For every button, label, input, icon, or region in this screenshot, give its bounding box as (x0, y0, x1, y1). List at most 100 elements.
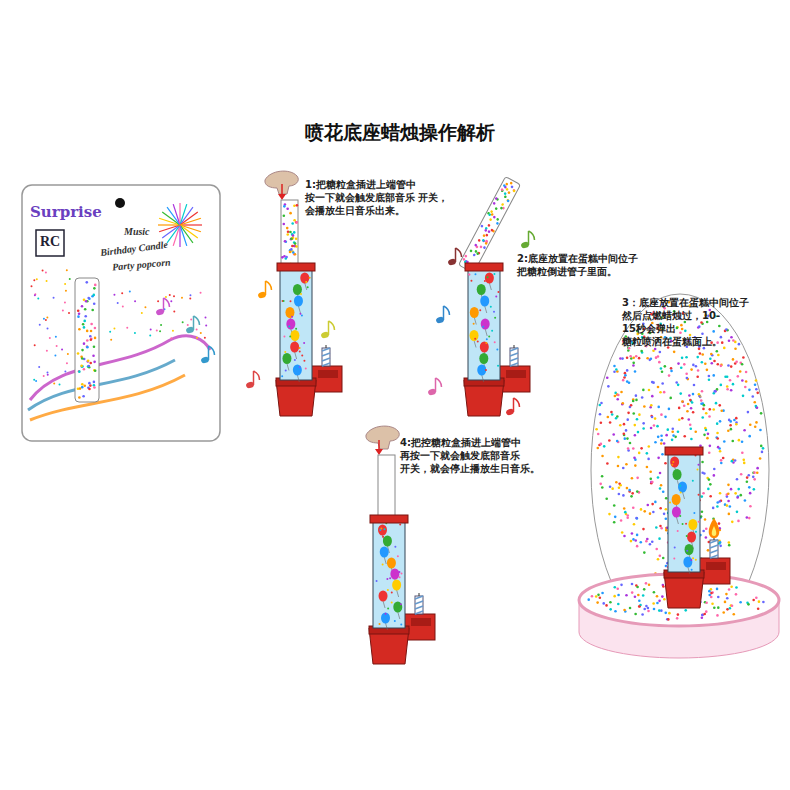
sprinkle (696, 356, 699, 359)
balloon (485, 273, 494, 284)
sprinkle (708, 452, 711, 455)
sprinkle (732, 383, 735, 386)
sprinkle (636, 477, 639, 480)
sprinkle (631, 583, 634, 586)
music-note (254, 371, 260, 380)
sprinkle (682, 523, 684, 525)
sprinkle (619, 424, 622, 427)
music-swirl (30, 336, 210, 400)
sprinkle (81, 383, 84, 386)
sprinkle (762, 601, 765, 604)
sprinkle (730, 428, 733, 431)
sprinkle (748, 486, 751, 489)
sprinkle (731, 604, 734, 607)
sprinkle (92, 294, 95, 297)
sprinkle (753, 401, 756, 404)
sprinkle (676, 327, 679, 330)
sprinkle (708, 408, 711, 411)
sprinkle (662, 491, 665, 494)
sprinkle (88, 382, 91, 385)
sprinkle (45, 272, 47, 274)
sprinkle (289, 231, 292, 234)
sprinkle (705, 601, 708, 604)
sprinkle (84, 315, 87, 318)
decorations (30, 171, 779, 664)
label: 3：底座放置在蛋糕中间位子 然后点燃蜡烛过，10-15秒会弹出 糖粒喷洒在蛋糕面… (622, 296, 772, 348)
candle (415, 596, 423, 614)
sprinkle (182, 321, 184, 323)
balloon (687, 532, 696, 543)
sprinkle (717, 446, 720, 449)
sprinkle (691, 569, 693, 571)
sprinkle (653, 591, 656, 594)
firework (180, 218, 201, 225)
sprinkle (86, 339, 89, 342)
candle-stripe (510, 353, 518, 356)
sprinkle (91, 309, 94, 312)
sprinkle (739, 370, 742, 373)
music-note (529, 231, 535, 240)
sprinkle (492, 202, 496, 206)
sprinkle (730, 336, 733, 339)
sprinkle (88, 297, 91, 300)
sprinkle (719, 492, 722, 495)
sprinkle (706, 369, 709, 372)
sprinkle (744, 499, 747, 502)
sprinkle (631, 492, 634, 495)
sprinkle (730, 585, 733, 588)
sprinkle (638, 452, 641, 455)
sprinkle (53, 382, 55, 384)
sprinkle (380, 528, 382, 530)
sprinkle (157, 300, 159, 302)
sprinkle (618, 493, 621, 496)
sprinkle (59, 384, 61, 386)
sprinkle (486, 338, 488, 340)
sprinkle (677, 430, 680, 433)
label: 2:底座放置在蛋糕中间位子 把糖粒倒进管子里面。 (517, 252, 667, 278)
balloon (480, 296, 489, 307)
sprinkle (677, 613, 680, 616)
sprinkle (691, 401, 694, 404)
sprinkle (84, 308, 87, 311)
candle-stripe (710, 540, 718, 543)
sprinkle (149, 334, 151, 336)
music-note (513, 398, 515, 412)
sprinkle (81, 305, 84, 308)
sprinkle (289, 212, 292, 215)
sprinkle (700, 399, 703, 402)
sprinkle (649, 470, 652, 473)
sprinkle (692, 411, 695, 414)
sprinkle (621, 402, 624, 405)
sprinkle (692, 364, 695, 367)
logo-box (36, 230, 64, 256)
balloon-string (384, 557, 386, 564)
sprinkle (737, 375, 740, 378)
sprinkle (648, 389, 651, 392)
candle-wick (326, 345, 327, 348)
candle-stripe (322, 358, 330, 361)
sprinkle (713, 606, 716, 609)
sprinkle (283, 300, 285, 302)
sprinkle (36, 278, 38, 280)
sprinkle (700, 321, 703, 324)
sprinkle (665, 497, 668, 500)
sprinkle (701, 614, 704, 617)
sprinkle (657, 386, 660, 389)
sprinkle (707, 488, 710, 491)
sprinkle (693, 512, 695, 514)
sprinkle (80, 365, 83, 368)
sprinkle (607, 385, 610, 388)
sprinkle (648, 359, 651, 362)
sprinkle (683, 363, 686, 366)
sprinkle (61, 348, 63, 350)
sprinkle (734, 459, 737, 462)
sprinkle (747, 411, 750, 414)
sprinkle (715, 402, 718, 405)
sprinkle (716, 422, 719, 425)
sprinkle (705, 536, 708, 539)
sprinkle (587, 598, 590, 601)
sprinkle (646, 452, 649, 455)
sprinkle (385, 613, 387, 615)
sprinkle (679, 392, 682, 395)
sprinkle (464, 254, 468, 258)
